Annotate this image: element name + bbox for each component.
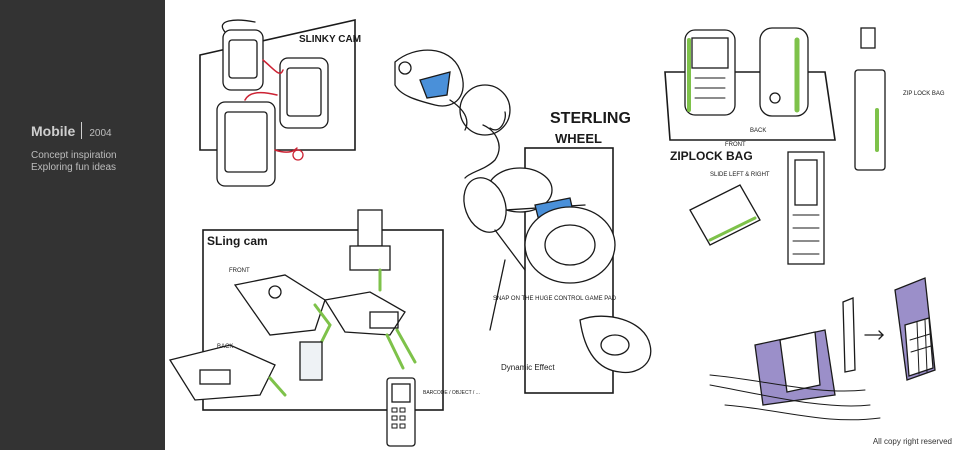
title-separator <box>81 122 83 139</box>
sterling-wheel-sketch: STERLING WHEEL SNAP ON THE HUGE CONTROL … <box>463 110 652 394</box>
sling-back-label: BACK <box>217 344 233 350</box>
sling-front-label: FRONT <box>229 268 250 274</box>
slinky-cam-sketch: SLINKY CAM <box>199 18 361 187</box>
sling-cam-sketch: SLing cam FRONT BACK BARCODE / OBJECT / … <box>168 209 480 447</box>
sterling-line1-label: STERLING <box>550 110 631 127</box>
description-line-2: Exploring fun ideas <box>31 162 117 173</box>
page-title: Mobile <box>31 123 76 139</box>
title-row: Mobile 2004 <box>31 122 112 141</box>
wallet-phone-sketch <box>709 277 936 421</box>
ziplock-front-label: FRONT <box>725 142 746 148</box>
sling-note-label: BARCODE / OBJECT / ... <box>423 390 480 396</box>
sidebar: Mobile 2004 Concept inspiration Exploring… <box>0 0 165 450</box>
ziplock-back-label: BACK <box>750 128 766 134</box>
ziplock-bag-sketch: ZIPLOCK BAG FRONT BACK ZIP LOCK BAG SLID… <box>664 27 945 265</box>
ziplock-side-label: ZIP LOCK BAG <box>903 91 945 97</box>
ring-device-sketch <box>394 49 511 179</box>
description-line-1: Concept inspiration <box>31 150 117 161</box>
sling-cam-label: SLing cam <box>207 234 268 248</box>
snap-note-label: SNAP ON THE HUGE CONTROL GAME PAD <box>493 296 617 302</box>
sketch-artwork: SLINKY CAM SLing cam FRONT BACK BARCODE … <box>168 18 945 447</box>
dynamic-note-label: Dynamic Effect <box>501 363 555 372</box>
slinky-cam-label: SLINKY CAM <box>299 34 361 45</box>
sterling-line2-label: WHEEL <box>555 131 602 146</box>
year-label: 2004 <box>89 128 112 139</box>
ziplock-slide-label: SLIDE LEFT & RIGHT <box>710 172 770 178</box>
copyright-notice: All copy right reserved <box>872 437 952 446</box>
ziplock-title-label: ZIPLOCK BAG <box>670 149 753 163</box>
sketch-canvas: SLINKY CAM SLing cam FRONT BACK BARCODE … <box>165 0 960 450</box>
description: Concept inspiration Exploring fun ideas <box>31 150 117 174</box>
